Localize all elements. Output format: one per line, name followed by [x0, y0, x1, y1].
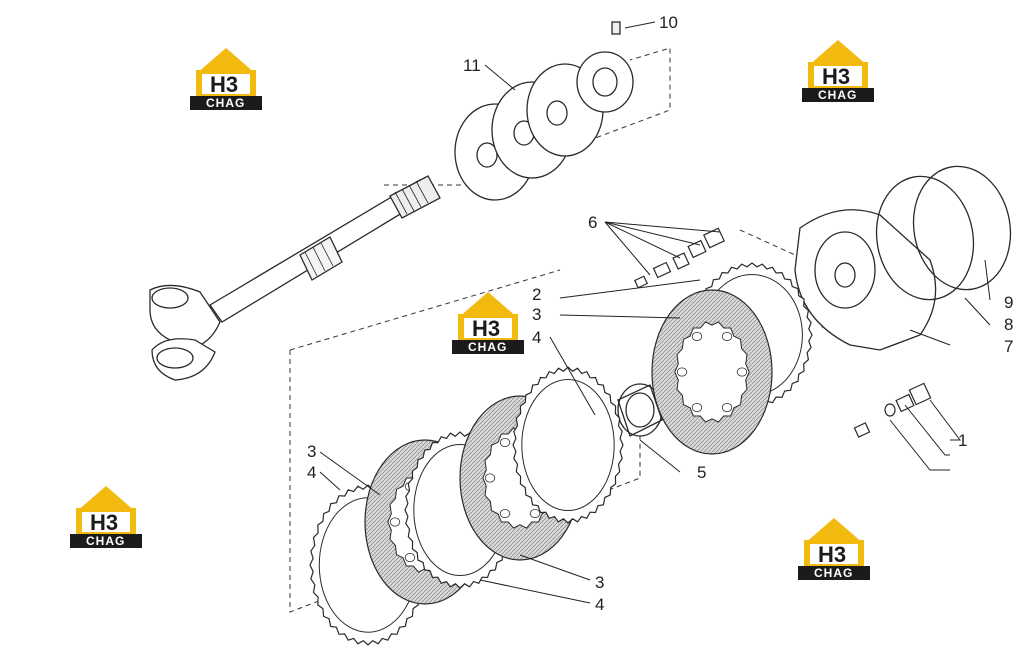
- friction-slot: [691, 402, 703, 412]
- watermark-logo: H3 CHAG: [796, 508, 872, 582]
- callout-label-2: 2: [532, 285, 541, 304]
- callout-label-8: 8: [1004, 315, 1013, 334]
- bolt-washer-set: [853, 382, 932, 438]
- callout-label-1: 1: [958, 431, 967, 450]
- watermark-text: CHAG: [206, 96, 245, 110]
- friction-slot: [499, 437, 511, 447]
- o-rings: [875, 165, 1012, 301]
- watermark-logo: H3 CHAG: [800, 30, 876, 104]
- disc-stack: [309, 262, 813, 646]
- watermark-mark: H3: [818, 542, 846, 567]
- friction-slot: [389, 517, 401, 527]
- callout-label-4b: 4: [307, 463, 316, 482]
- watermark-mark: H3: [472, 316, 500, 341]
- watermark-mark: H3: [90, 510, 118, 535]
- callout-label-4c: 4: [595, 595, 604, 614]
- hub-gear: [617, 383, 663, 437]
- callout-label-3b: 3: [307, 442, 316, 461]
- friction-slot: [721, 331, 733, 341]
- axle-shaft: [149, 175, 441, 381]
- steel-disc-inner: [521, 378, 615, 512]
- watermark-mark: H3: [210, 72, 238, 97]
- callout-label-5: 5: [697, 463, 706, 482]
- watermark-text: CHAG: [818, 88, 857, 102]
- friction-slot: [404, 553, 416, 563]
- watermark-mark: H3: [822, 64, 850, 89]
- friction-slot: [484, 473, 496, 483]
- callout-label-4a: 4: [532, 328, 541, 347]
- callout-label-11: 11: [463, 56, 481, 75]
- callout-labels: 1 2 3 3 3 4 4 4 5 6 7 8 9 10 11: [307, 13, 1013, 614]
- callout-label-7: 7: [1004, 337, 1013, 356]
- callout-label-9: 9: [1004, 293, 1013, 312]
- spring-pin-set: [633, 227, 726, 289]
- friction-slot: [736, 367, 748, 377]
- leader-lines: [319, 21, 991, 604]
- watermark-text: CHAG: [468, 340, 507, 354]
- friction-slot: [529, 508, 541, 518]
- watermark-logo: H3 CHAG: [450, 282, 526, 356]
- thrust-washer-set: [454, 21, 634, 201]
- watermark-text: CHAG: [86, 534, 125, 548]
- callout-label-3a: 3: [532, 305, 541, 324]
- callout-label-3c: 3: [595, 573, 604, 592]
- friction-slot: [721, 402, 733, 412]
- watermark-logo: H3 CHAG: [188, 38, 264, 112]
- friction-slot: [499, 508, 511, 518]
- friction-disc-hub: [674, 321, 750, 423]
- callout-label-10: 10: [659, 13, 678, 32]
- watermark-text: CHAG: [814, 566, 853, 580]
- friction-slot: [676, 367, 688, 377]
- brake-housing: [794, 209, 937, 351]
- watermark-logo: H3 CHAG: [68, 476, 144, 550]
- callout-label-6: 6: [588, 213, 597, 232]
- friction-slot: [691, 331, 703, 341]
